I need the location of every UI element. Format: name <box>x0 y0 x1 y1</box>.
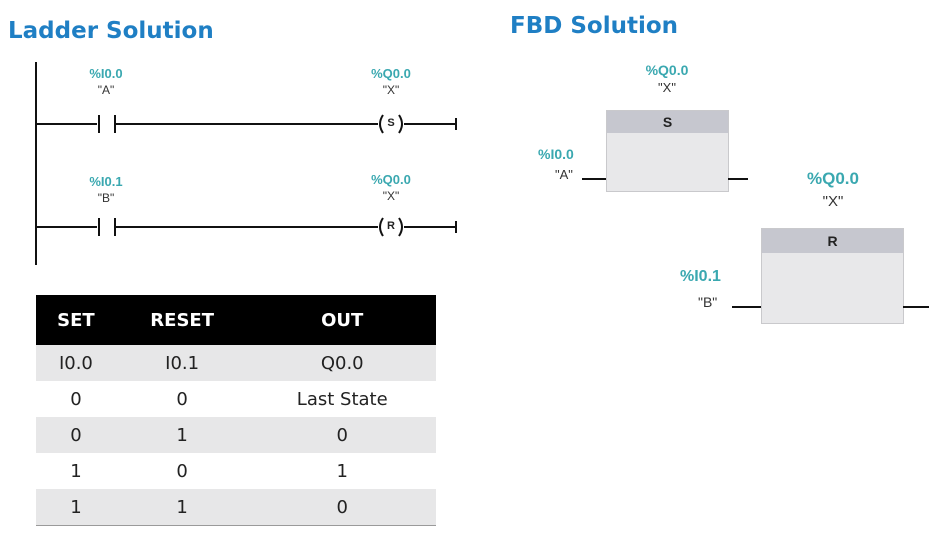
reset-block: R <box>761 228 904 324</box>
block-output-address: %Q0.0 <box>807 169 859 188</box>
block-output-wire <box>728 178 748 180</box>
block-input-address: %I0.1 <box>680 268 721 285</box>
rung-wire <box>116 123 378 125</box>
coil-type-label: S <box>387 117 395 129</box>
contact-right-plate <box>114 115 116 133</box>
table-row: 0 1 0 <box>36 417 436 453</box>
reset-coil <box>379 217 403 237</box>
coil-address: %Q0.0 <box>371 172 411 187</box>
rung-wire <box>404 226 456 228</box>
column-header-set: SET <box>36 295 116 345</box>
column-header-out: OUT <box>248 295 436 345</box>
rung-wire <box>404 123 456 125</box>
rung-end-tick <box>455 221 457 233</box>
table-cell: 0 <box>176 388 188 410</box>
table-cell: 0 <box>248 417 436 453</box>
block-output-address: %Q0.0 <box>645 62 689 78</box>
rung-wire <box>36 123 97 125</box>
set-coil <box>379 114 403 134</box>
rung-end-tick <box>455 118 457 130</box>
block-output-tag: "X" <box>658 80 676 95</box>
block-output-tag: "X" <box>822 193 844 210</box>
table-cell: Last State <box>296 388 388 410</box>
block-input-wire <box>732 306 761 308</box>
table-cell: 1 <box>115 417 249 453</box>
contact-tag: "A" <box>97 83 115 97</box>
rung-wire <box>36 226 97 228</box>
left-power-rail <box>35 62 37 265</box>
table-row: 0 0 Last State <box>36 381 436 417</box>
block-input-address: %I0.0 <box>538 146 574 162</box>
contact-right-plate <box>114 218 116 236</box>
contact-left-plate <box>98 218 100 236</box>
table-cell: 0 <box>36 417 116 453</box>
contact-tag: "B" <box>97 191 115 205</box>
table-cell: I0.0 <box>36 345 116 381</box>
block-input-tag: "B" <box>698 294 718 310</box>
coil-tag: "X" <box>382 189 400 203</box>
table-cell: 1 <box>115 489 249 526</box>
table-cell: Q0.0 <box>248 345 436 381</box>
contact-address: %I0.1 <box>89 174 123 189</box>
column-header-reset: RESET <box>115 295 249 345</box>
coil-tag: "X" <box>382 83 400 97</box>
table-cell: I0.1 <box>115 345 249 381</box>
block-input-tag: "A" <box>555 167 573 182</box>
block-input-wire <box>582 178 606 180</box>
table-cell: 1 <box>336 460 348 482</box>
table-row: 1 1 0 <box>36 489 436 526</box>
table-cell: 1 <box>36 489 116 526</box>
fbd-title: FBD Solution <box>510 13 679 39</box>
ladder-title: Ladder Solution <box>8 18 214 44</box>
block-label: R <box>762 229 903 253</box>
table-cell: 0 <box>176 460 188 482</box>
table-row: 1 0 1 <box>36 453 436 489</box>
table-cell: 1 <box>70 460 82 482</box>
table-cell: 0 <box>70 388 82 410</box>
coil-type-label: R <box>387 220 395 232</box>
contact-left-plate <box>98 115 100 133</box>
block-output-wire <box>903 306 929 308</box>
block-label: S <box>607 111 728 133</box>
table-header-row: SET RESET OUT <box>36 295 436 345</box>
contact-address: %I0.0 <box>89 66 123 81</box>
table-cell: 0 <box>248 489 436 526</box>
rung-wire <box>116 226 378 228</box>
table-row: I0.0 I0.1 Q0.0 <box>36 345 436 381</box>
truth-table: SET RESET OUT I0.0 I0.1 Q0.0 0 0 Last St… <box>36 295 436 526</box>
set-block: S <box>606 110 729 192</box>
coil-address: %Q0.0 <box>371 66 411 81</box>
